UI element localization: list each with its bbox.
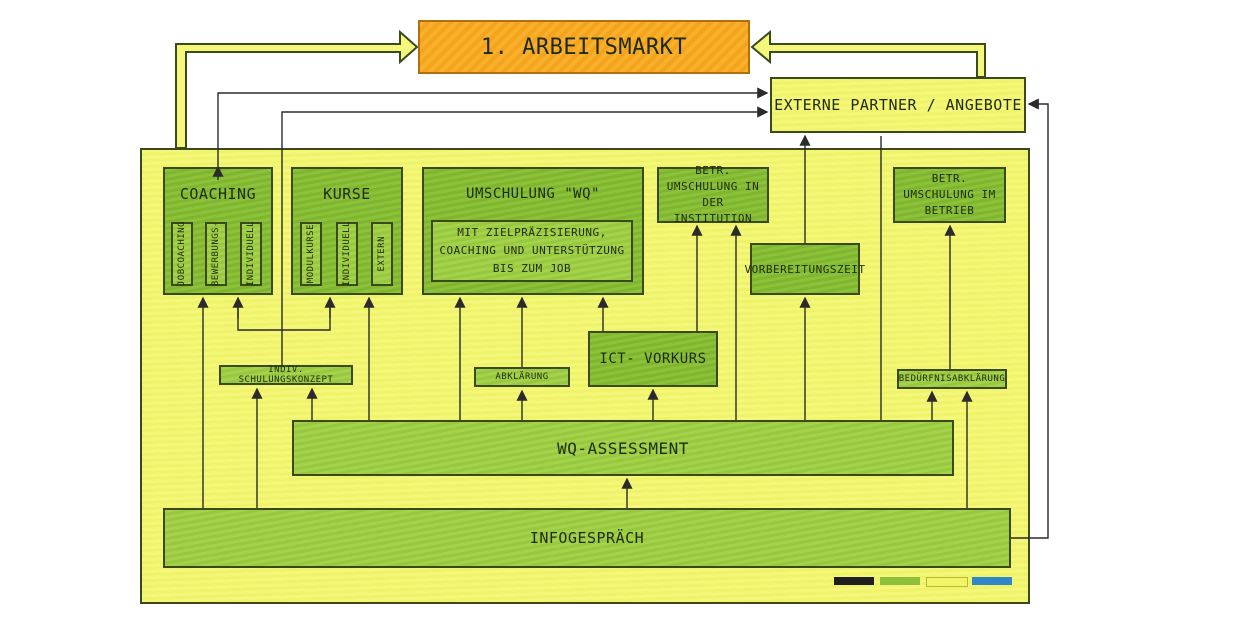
umschulung-title: Umschulung "WQ"	[466, 186, 600, 202]
kurse-item-modulkurse: Modulkurse	[300, 222, 322, 286]
legend-swatch-black	[834, 577, 874, 585]
coaching-item-jobcoaching: Jobcoaching	[171, 221, 193, 287]
infogespraech-box: Infogespräch	[163, 508, 1011, 568]
coaching-title: Coaching	[179, 185, 257, 203]
abklaerung-box: Abklärung	[474, 367, 570, 387]
externe-partner-label: Externe Partner / Angebote	[774, 96, 1022, 114]
indiv-schulungskonzept-box: Indiv. Schulungskonzept	[219, 365, 353, 385]
wq-assessment-box: WQ-Assessment	[292, 420, 954, 476]
ict-vorkurs-box: ICT- Vorkurs	[588, 331, 718, 387]
kurse-item-individuell: Individuell	[336, 221, 358, 287]
legend-swatch-blue	[972, 577, 1012, 585]
externe-partner-box: Externe Partner / Angebote	[770, 77, 1026, 133]
kurse-title: Kurse	[323, 185, 371, 203]
arbeitsmarkt-label: 1. Arbeitsmarkt	[480, 34, 688, 60]
kurse-item-extern: Extern	[371, 222, 393, 286]
wq-assessment-label: WQ-Assessment	[557, 438, 689, 458]
abklaerung-label: Abklärung	[495, 372, 549, 382]
infogespraech-label: Infogespräch	[529, 529, 645, 547]
legend-swatch-green	[880, 577, 920, 585]
betr-institution-label: Betr. Umschulung in der Institution	[666, 164, 760, 225]
umschulung-desc-box: Mit Zielpräzisierung, Coaching und Unter…	[431, 220, 633, 282]
betr-betrieb-label: Betr. Umschulung im Betrieb	[903, 172, 996, 217]
ict-vorkurs-label: ICT- Vorkurs	[599, 351, 707, 367]
umschulung-desc: Mit Zielpräzisierung, Coaching und Unter…	[439, 226, 625, 275]
beduerfnisabklaerung-label: Bedürfnisabklärung	[898, 374, 1006, 384]
betr-institution-box: Betr. Umschulung in der Institution	[657, 164, 769, 225]
legend-swatch-yellow	[926, 577, 968, 587]
vorbereitungszeit-box: Vorbereitungszeit	[744, 243, 865, 295]
vorbereitungszeit-label: Vorbereitungszeit	[744, 262, 866, 276]
beduerfnisabklaerung-box: Bedürfnisabklärung	[897, 369, 1007, 389]
coaching-item-bewerbung: Bewerbungs-	[205, 221, 227, 287]
arbeitsmarkt-box: 1. Arbeitsmarkt	[418, 20, 750, 74]
coaching-item-individuell: Individuell	[240, 221, 262, 287]
betr-betrieb-box: Betr. Umschulung im Betrieb	[893, 167, 1006, 223]
indiv-schulungskonzept-label: Indiv. Schulungskonzept	[238, 365, 334, 385]
